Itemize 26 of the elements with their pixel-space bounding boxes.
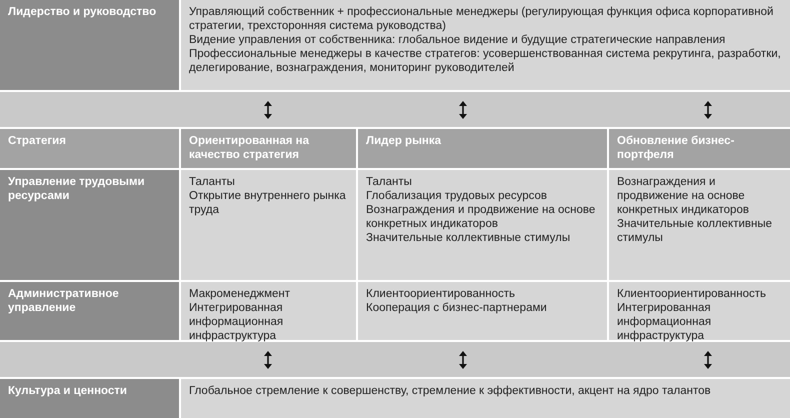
cell-text: Кооперация с бизнес-партнерами: [366, 301, 548, 315]
cell-text: Значительные коллективные стимулы: [617, 217, 774, 245]
cell-text: Глобализация трудовых ресурсов: [366, 189, 548, 203]
row-heading: Административное управление: [8, 287, 120, 315]
row-heading: Культура и ценности: [8, 384, 128, 398]
cell-text: Управляющий собственник + профессиональные менеджеры (регулирующая функция офиса корпоративной стратегии, трехсторонняя система руководства): [189, 5, 774, 33]
cell-text: Макроменеджмент: [189, 287, 292, 301]
cell-text: Таланты: [366, 175, 413, 189]
cell-text: Интегрированная информационная инфраструктура: [189, 301, 284, 343]
cell-text: Вознаграждения и продвижение на основе конкретных индикаторов: [366, 203, 596, 231]
cell-text: Клиентоориентированность: [366, 287, 516, 301]
row-heading: Лидер рынка: [366, 134, 442, 148]
row-heading: Ориентированная на качество стратегия: [189, 134, 310, 162]
row-heading: Обновление бизнес-портфеля: [617, 134, 736, 162]
cell-text: Таланты: [189, 175, 236, 189]
cell-text: Профессиональные менеджеры в качестве стратегов: усовершенствованная система рекрутинга, разработки, делегирование, вознаграждения, мониторинг руководителей: [189, 47, 782, 75]
cell-text: Видение управления от собственника: глобальное видение и будущие стратегические направления: [189, 33, 726, 47]
cell-text: Открытие внутреннего рынка труда: [189, 189, 347, 217]
cell-text: Интегрированная информационная инфраструктура: [617, 301, 712, 343]
cell-text: Клиентоориентированность: [617, 287, 768, 301]
row-heading: Стратегия: [8, 134, 67, 148]
row-heading: Управление трудовыми ресурсами: [8, 175, 146, 203]
cell-text: Вознаграждения и продвижение на основе конкретных индикаторов: [617, 175, 750, 217]
cell-text: Глобальное стремление к совершенству, стремление к эффективности, акцент на ядро талантов: [189, 384, 712, 398]
row-heading: Лидерство и руководство: [8, 5, 158, 19]
cell-text: Значительные коллективные стимулы: [366, 231, 572, 245]
